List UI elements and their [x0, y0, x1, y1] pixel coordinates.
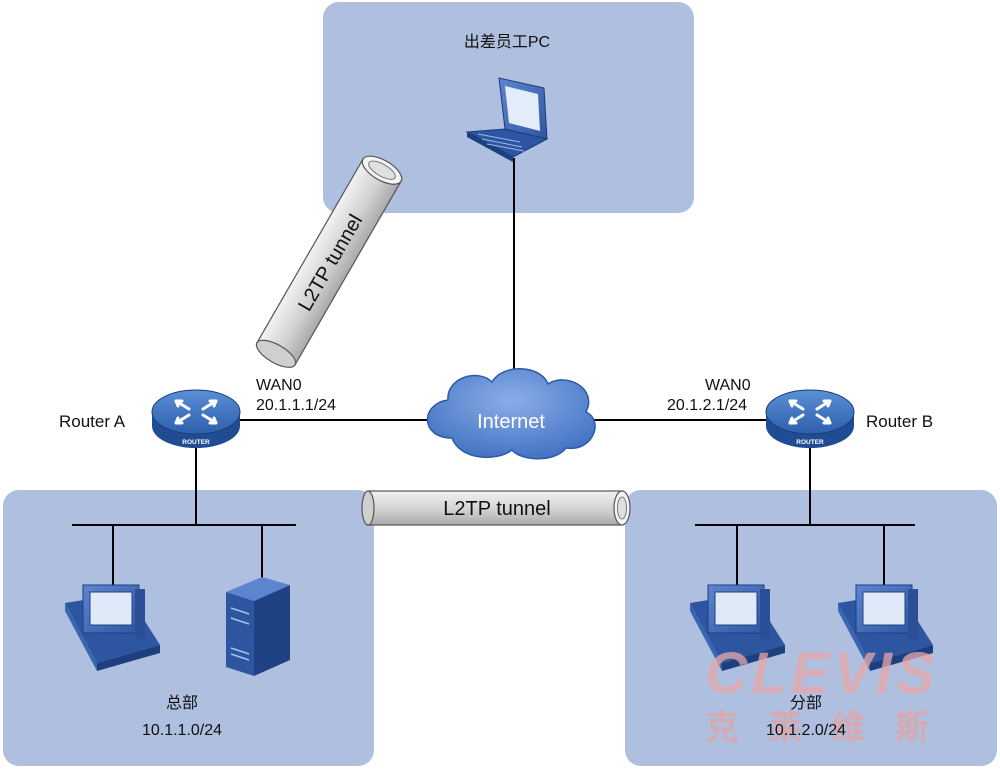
- network-links: [72, 158, 915, 590]
- branch-name: 分部: [790, 694, 822, 712]
- router-b-icon: ROUTER: [764, 388, 856, 450]
- hq-name: 总部: [166, 694, 198, 712]
- router-b-wan-ip: 20.1.2.1/24: [667, 397, 747, 414]
- router-a-badge: ROUTER: [182, 439, 210, 446]
- svg-text:克 莱 维 斯: 克 莱 维 斯: [705, 709, 939, 747]
- branch-zone: [625, 490, 997, 766]
- router-b-name: Router B: [866, 412, 933, 431]
- mobile-zone-title: 出差员工PC: [464, 33, 550, 51]
- tunnel-sites-label: L2TP tunnel: [443, 498, 551, 520]
- router-b-badge: ROUTER: [796, 439, 824, 446]
- internet-label: Internet: [477, 411, 545, 433]
- cloud-icon: [426, 368, 596, 460]
- router-a-wan-port: WAN0: [256, 377, 302, 394]
- hq-subnet: 10.1.1.0/24: [142, 722, 222, 739]
- router-a-name: Router A: [59, 412, 126, 431]
- server-tower-icon: [226, 577, 290, 676]
- hq-zone: [3, 490, 374, 766]
- svg-text:CLEVIS: CLEVIS: [705, 641, 939, 706]
- tunnel-pipe-icon: L2TP tunnel: [361, 490, 631, 526]
- laptop-icon: [465, 77, 549, 162]
- branch-subnet: 10.1.2.0/24: [766, 722, 846, 739]
- router-b-wan-port: WAN0: [705, 377, 751, 394]
- router-a-icon: ROUTER: [150, 388, 242, 450]
- tunnel-pipe-icon: L2TP tunnel: [255, 155, 403, 368]
- clevis-watermark-logo: CLEVIS 克 莱 维 斯: [705, 641, 939, 747]
- router-a-wan-ip: 20.1.1.1/24: [256, 397, 336, 414]
